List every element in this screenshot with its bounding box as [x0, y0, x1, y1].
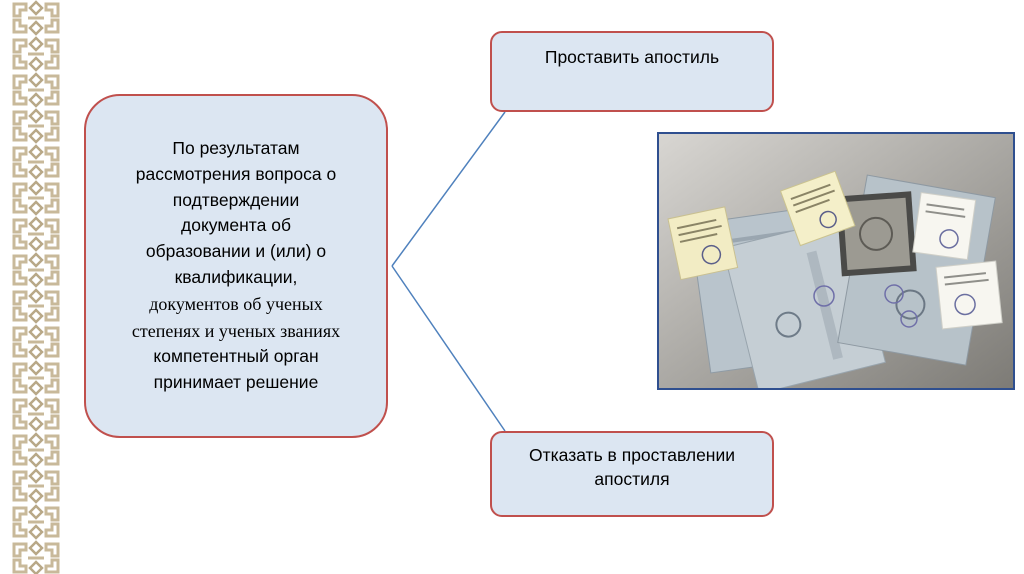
option-refuse-apostille-label-line1: Отказать в проставлении [528, 445, 736, 465]
main-line: компетентный орган [153, 346, 319, 367]
main-line: документа об [181, 215, 291, 236]
main-line: принимает решение [153, 372, 319, 393]
main-line: По результатам [172, 137, 300, 158]
apostille-documents-photo [657, 132, 1015, 390]
main-line: подтверждении [172, 189, 300, 210]
connector-to-bottom [391, 265, 506, 432]
ornament-icon [8, 0, 64, 574]
main-decision-box: По результатам рассмотрения вопроса о по… [84, 94, 388, 438]
main-line: квалификации, [174, 267, 298, 288]
main-line: образовании и (или) о [145, 241, 327, 262]
option-put-apostille: Проставить апостиль [490, 31, 774, 112]
connector-to-top [391, 111, 506, 267]
main-line: документов об ученых [149, 294, 323, 315]
main-decision-text: По результатам рассмотрения вопроса о по… [132, 136, 340, 396]
option-refuse-apostille-label-line2: апостиля [594, 469, 670, 490]
main-line: рассмотрения вопроса о [135, 163, 337, 184]
option-put-apostille-label: Проставить апостиль [544, 47, 720, 67]
decorative-border-strip [8, 0, 64, 574]
main-line: степенях и ученых званиях [131, 320, 341, 341]
documents-photo-icon [659, 134, 1013, 388]
option-refuse-apostille: Отказать в проставлении апостиля [490, 431, 774, 517]
